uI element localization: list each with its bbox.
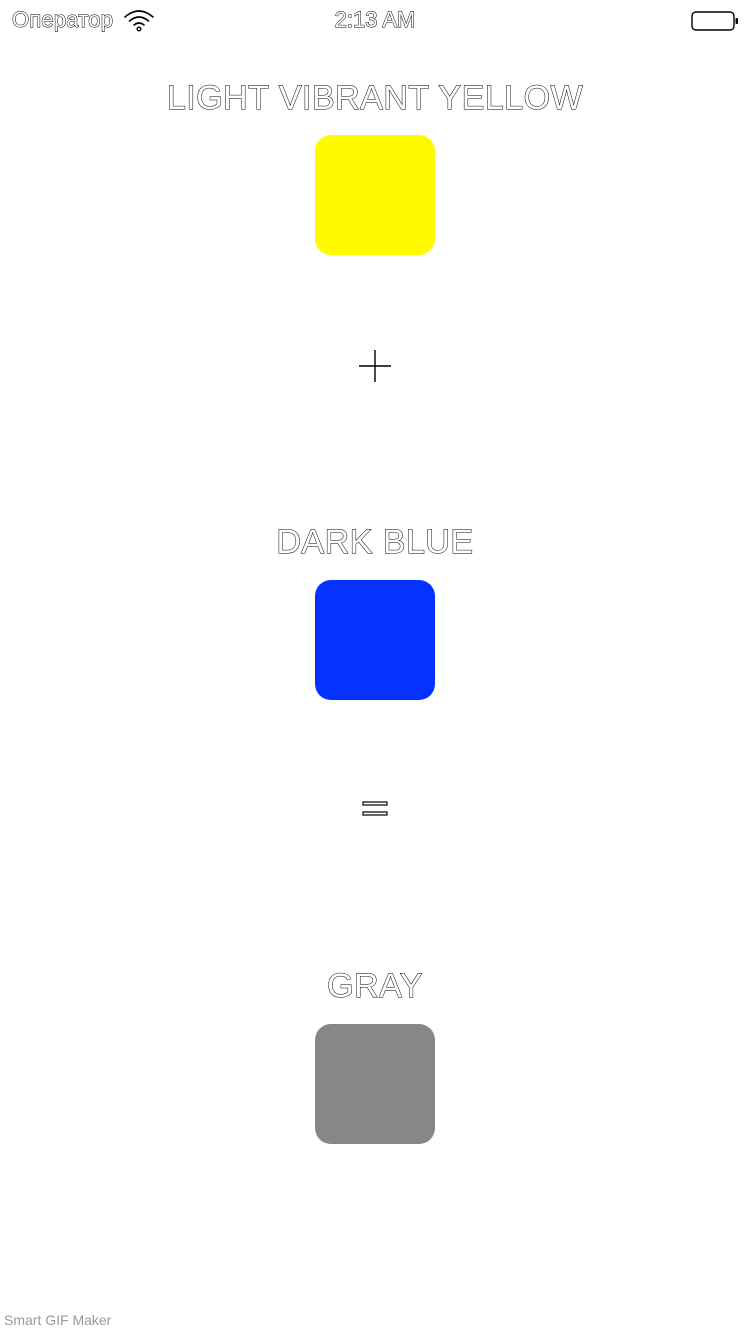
first-color-swatch [315,135,435,255]
wifi-icon [124,10,154,32]
carrier-name: Оператор [11,7,114,33]
status-time: 2:13 AM [334,7,416,33]
status-bar: Оператор 2:13 AM [0,0,750,40]
plus-icon [359,350,391,382]
first-color-name: LIGHT VIBRANT YELLOW [166,79,584,118]
second-color-swatch [315,580,435,700]
battery-icon [691,11,738,31]
second-color-name: DARK BLUE [276,523,474,562]
result-color-name: GRAY [327,967,423,1006]
equals-icon [362,801,388,816]
result-color-swatch [315,1024,435,1144]
watermark-label: Smart GIF Maker [4,1312,112,1328]
carrier-group: Оператор [11,6,155,34]
